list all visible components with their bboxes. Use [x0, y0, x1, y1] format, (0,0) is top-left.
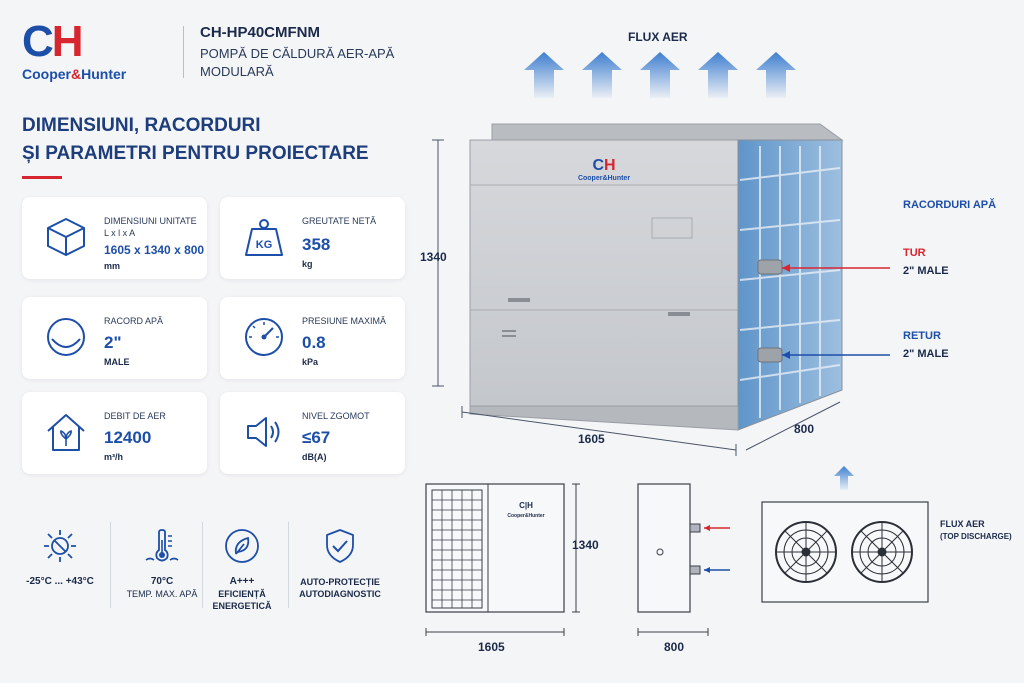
- front-view-drawing: C|H Cooper&Hunter: [425, 483, 580, 636]
- side-view-drawing: [637, 483, 730, 636]
- spec-label: NIVEL ZGOMOT: [302, 411, 370, 421]
- fan-right: [851, 521, 913, 583]
- feature-value: AUTO-PROTECȚIE: [300, 577, 380, 587]
- spec-card-water-connection: RACORD APĂ 2" MALE: [22, 297, 207, 379]
- top-air-flow-label: FLUX AER: [940, 519, 985, 529]
- length-dimension: 1605: [578, 432, 605, 446]
- svg-text:CH: CH: [592, 157, 615, 174]
- svg-text:KG: KG: [256, 239, 273, 251]
- unit-isometric-diagram: CH Cooper&Hunter: [432, 52, 890, 456]
- return-connection-label: RETUR: [903, 330, 941, 342]
- spec-unit: MALE: [104, 357, 130, 367]
- spec-value: ≤67: [302, 428, 331, 447]
- pressure-gauge-icon: [245, 318, 283, 356]
- front-logo-mark: C|H: [519, 501, 533, 510]
- flow-connection-label: TUR: [903, 247, 926, 259]
- pipe-icon: [47, 318, 85, 356]
- feature-caption: TEMP. MAX. APĂ: [126, 589, 198, 599]
- spec-label: DEBIT DE AER: [104, 411, 166, 421]
- unit-logo-c: C: [592, 157, 604, 174]
- house-airflow-icon: [47, 414, 85, 451]
- spec-card-airflow: DEBIT DE AER 12400 m³/h: [22, 392, 207, 474]
- spec-value: 12400: [104, 428, 152, 447]
- weight-icon: KG: [245, 219, 283, 256]
- feature-value: A+++: [229, 576, 255, 587]
- top-view-drawing: [761, 466, 929, 603]
- spec-unit: m³/h: [104, 452, 123, 462]
- top-air-flow-arrow: [834, 466, 854, 490]
- cooper-hunter-logo: CH Cooper&Hunter: [22, 17, 127, 83]
- header-divider: [183, 26, 184, 78]
- product-subtitle: POMPĂ DE CĂLDURĂ AER-APĂ MODULARĂ: [200, 46, 395, 79]
- model-code: CH-HP40CMFNM: [200, 24, 320, 41]
- feature-auto-protection: AUTO-PROTECȚIE AUTODIAGNOSTIC: [290, 528, 390, 600]
- unit-logo-h: H: [604, 157, 616, 174]
- thermometer-icon: [145, 529, 179, 562]
- spec-card-pressure: PRESIUNE MAXIMĂ 0.8 kPa: [220, 297, 405, 379]
- spec-value: 1605 x 1340 x 800: [104, 243, 205, 257]
- feature-caption: ENERGETICĂ: [212, 601, 272, 611]
- side-width-dimension: 800: [664, 640, 685, 654]
- spec-card-weight: KG GREUTATE NETĂ 358 kg: [220, 197, 405, 279]
- title-accent-bar: [22, 176, 62, 179]
- spec-unit: dB(A): [302, 452, 327, 462]
- spec-label: PRESIUNE MAXIMĂ: [302, 316, 387, 326]
- spec-label: GREUTATE NETĂ: [302, 216, 377, 226]
- flow-connection-size: 2" MALE: [903, 265, 949, 277]
- front-logo-name: Cooper&Hunter: [507, 513, 544, 519]
- top-discharge-label: (TOP DISCHARGE): [940, 532, 1012, 541]
- front-width-dimension: 1605: [478, 640, 505, 654]
- feature-caption: EFICIENȚĂ: [218, 589, 266, 599]
- spec-label: RACORD APĂ: [104, 316, 164, 326]
- feature-energy-class: A+++ EFICIENȚĂ ENERGETICĂ: [196, 528, 288, 612]
- speaker-icon: [247, 417, 280, 447]
- spec-unit: kg: [302, 259, 313, 269]
- shield-check-icon: [326, 529, 354, 563]
- spec-unit: kPa: [302, 357, 319, 367]
- spec-value: 0.8: [302, 333, 326, 352]
- page-title: DIMENSIUNI, RACORDURI ȘI PARAMETRI PENTR…: [22, 115, 369, 164]
- fan-left: [775, 521, 837, 583]
- depth-dimension: 800: [794, 422, 815, 436]
- water-connections-title: RACORDURI APĂ: [903, 199, 997, 211]
- air-flow-label: FLUX AER: [628, 30, 688, 44]
- leaf-icon: [225, 529, 259, 563]
- feature-value: -25°C ... +43°C: [26, 576, 94, 587]
- spec-card-noise: NIVEL ZGOMOT ≤67 dB(A): [220, 392, 405, 474]
- feature-divider: [288, 522, 289, 608]
- feature-value: 70°C: [150, 576, 174, 587]
- feature-divider: [202, 522, 203, 608]
- air-flow-arrows: [524, 52, 796, 98]
- spec-value: 2": [104, 333, 122, 352]
- feature-max-water-temp: 70°C TEMP. MAX. APĂ: [116, 528, 208, 600]
- spec-value: 358: [302, 235, 331, 254]
- front-height-dimension: 1340: [572, 538, 599, 552]
- unit-logo-name: Cooper&Hunter: [578, 175, 630, 182]
- return-connection-size: 2" MALE: [903, 348, 949, 360]
- spec-unit: mm: [104, 261, 121, 271]
- feature-caption: AUTODIAGNOSTIC: [299, 589, 381, 599]
- feature-temperature-range: -25°C ... +43°C: [14, 528, 106, 588]
- feature-divider: [110, 522, 111, 608]
- cube-icon: [47, 218, 85, 256]
- height-dimension: 1340: [420, 250, 447, 264]
- sun-snow-icon: [44, 530, 76, 562]
